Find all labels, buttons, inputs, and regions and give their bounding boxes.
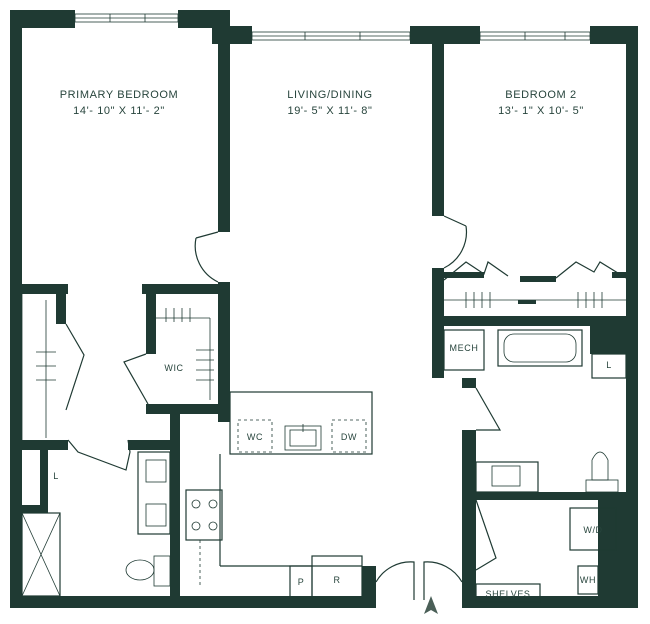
water-heater-label: WH: [580, 575, 596, 585]
primary-bedroom-name: PRIMARY BEDROOM: [60, 89, 179, 101]
washer-dryer-label: W/D: [583, 525, 602, 535]
living-dining-dims: 19'- 5" X 11'- 8": [288, 105, 373, 117]
kitchen: [185, 391, 373, 599]
closet-rods: [21, 292, 626, 440]
linen-closet-label-1: L: [53, 471, 59, 481]
exterior-walls: [10, 10, 638, 608]
shelves-label: SHELVES: [485, 589, 530, 599]
wic-label: WIC: [164, 363, 183, 373]
bath-2: [443, 329, 627, 603]
refrigerator-label: R: [333, 575, 340, 585]
interior-walls: [20, 26, 626, 604]
wc-label: WC: [247, 432, 263, 442]
north-arrow-icon: [424, 596, 438, 614]
pantry-label: P: [298, 577, 305, 587]
doors: [65, 215, 627, 600]
windows: [74, 13, 591, 41]
living-dining-name: LIVING/DINING: [287, 89, 372, 101]
primary-bath: [21, 451, 171, 597]
mech-label: MECH: [450, 343, 479, 353]
linen-closet-label-2: L: [606, 360, 612, 370]
dw-label: DW: [341, 432, 357, 442]
bedroom-2-dims: 13'- 1" X 10'- 5": [498, 105, 584, 117]
primary-bedroom-dims: 14'- 10" X 11'- 2": [73, 105, 165, 117]
bedroom-2-name: BEDROOM 2: [505, 89, 576, 101]
